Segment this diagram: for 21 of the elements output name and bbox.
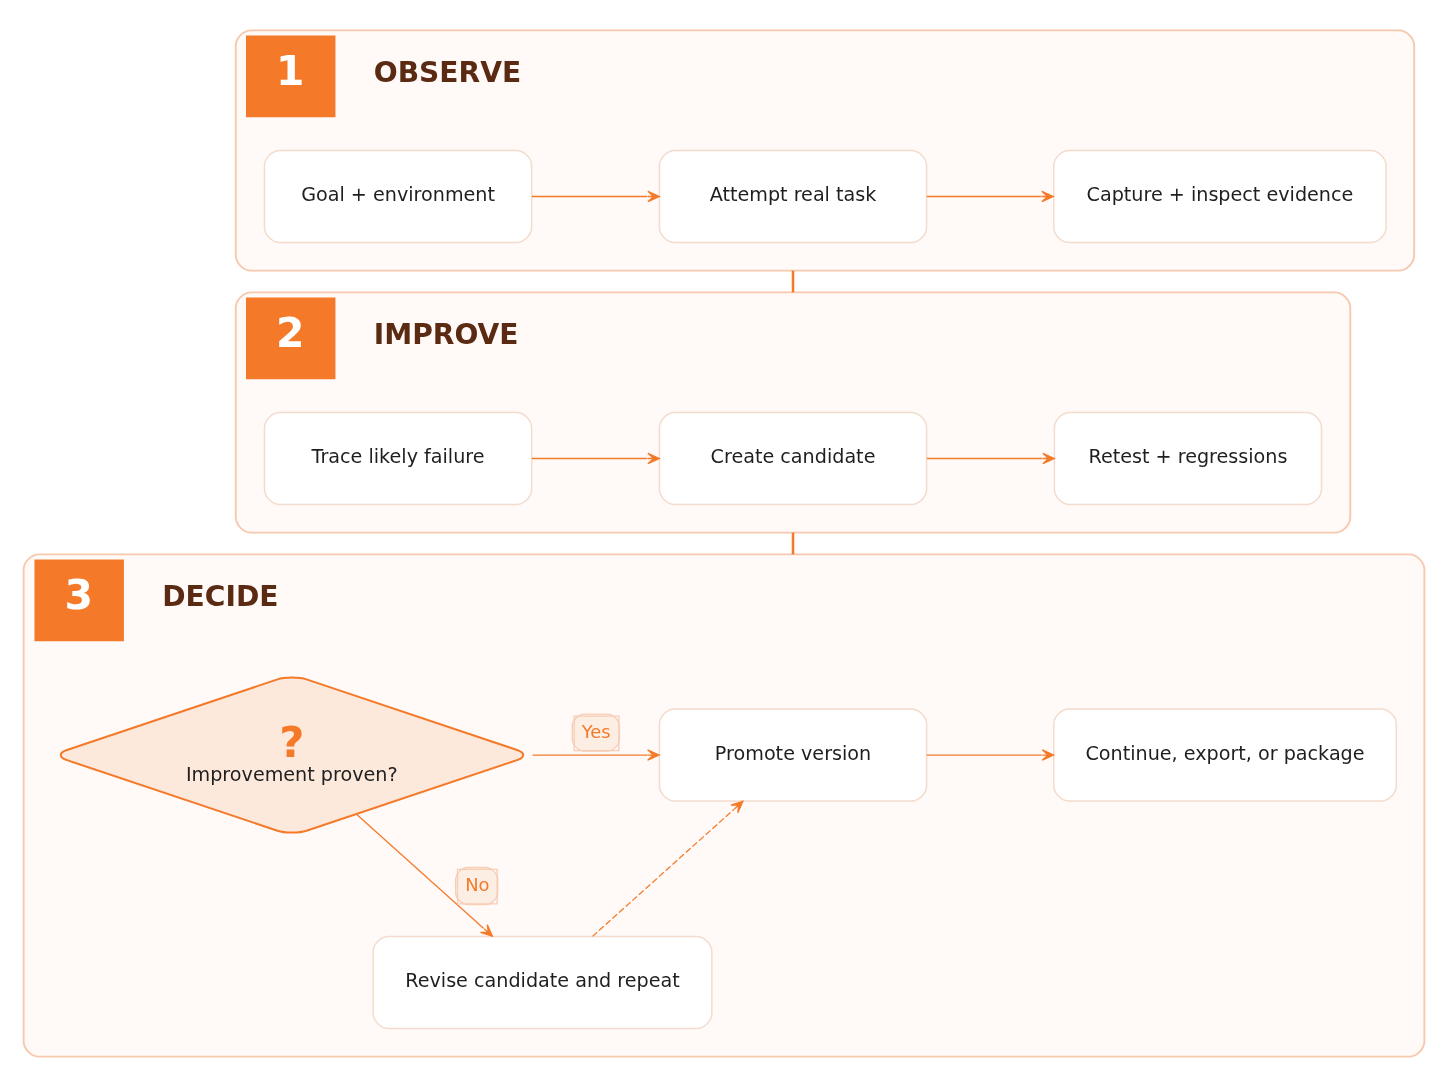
node-box: Capture + inspect evidence <box>1053 149 1387 243</box>
edge-label: No <box>465 873 490 895</box>
node-box: Revise candidate and repeat <box>372 935 713 1029</box>
arrow <box>355 813 494 937</box>
arrow <box>531 190 661 202</box>
arrow <box>926 748 1055 761</box>
arrow <box>926 452 1055 464</box>
node-box: Trace likely failure <box>263 411 533 505</box>
arrow <box>591 800 744 937</box>
node-box: Retest + regressions <box>1053 411 1323 505</box>
arrow <box>926 190 1054 202</box>
arrow <box>531 748 660 761</box>
arrow <box>531 452 661 464</box>
node-box: Create candidate <box>658 411 928 505</box>
edge-label: Yes <box>581 720 611 742</box>
node-box: Continue, export, or package <box>1053 707 1398 802</box>
node-box: Promote version <box>658 707 928 802</box>
node-box: Attempt real task <box>658 149 928 243</box>
connector <box>791 270 795 292</box>
node-box: Goal + environment <box>263 149 533 243</box>
connector <box>791 532 795 554</box>
